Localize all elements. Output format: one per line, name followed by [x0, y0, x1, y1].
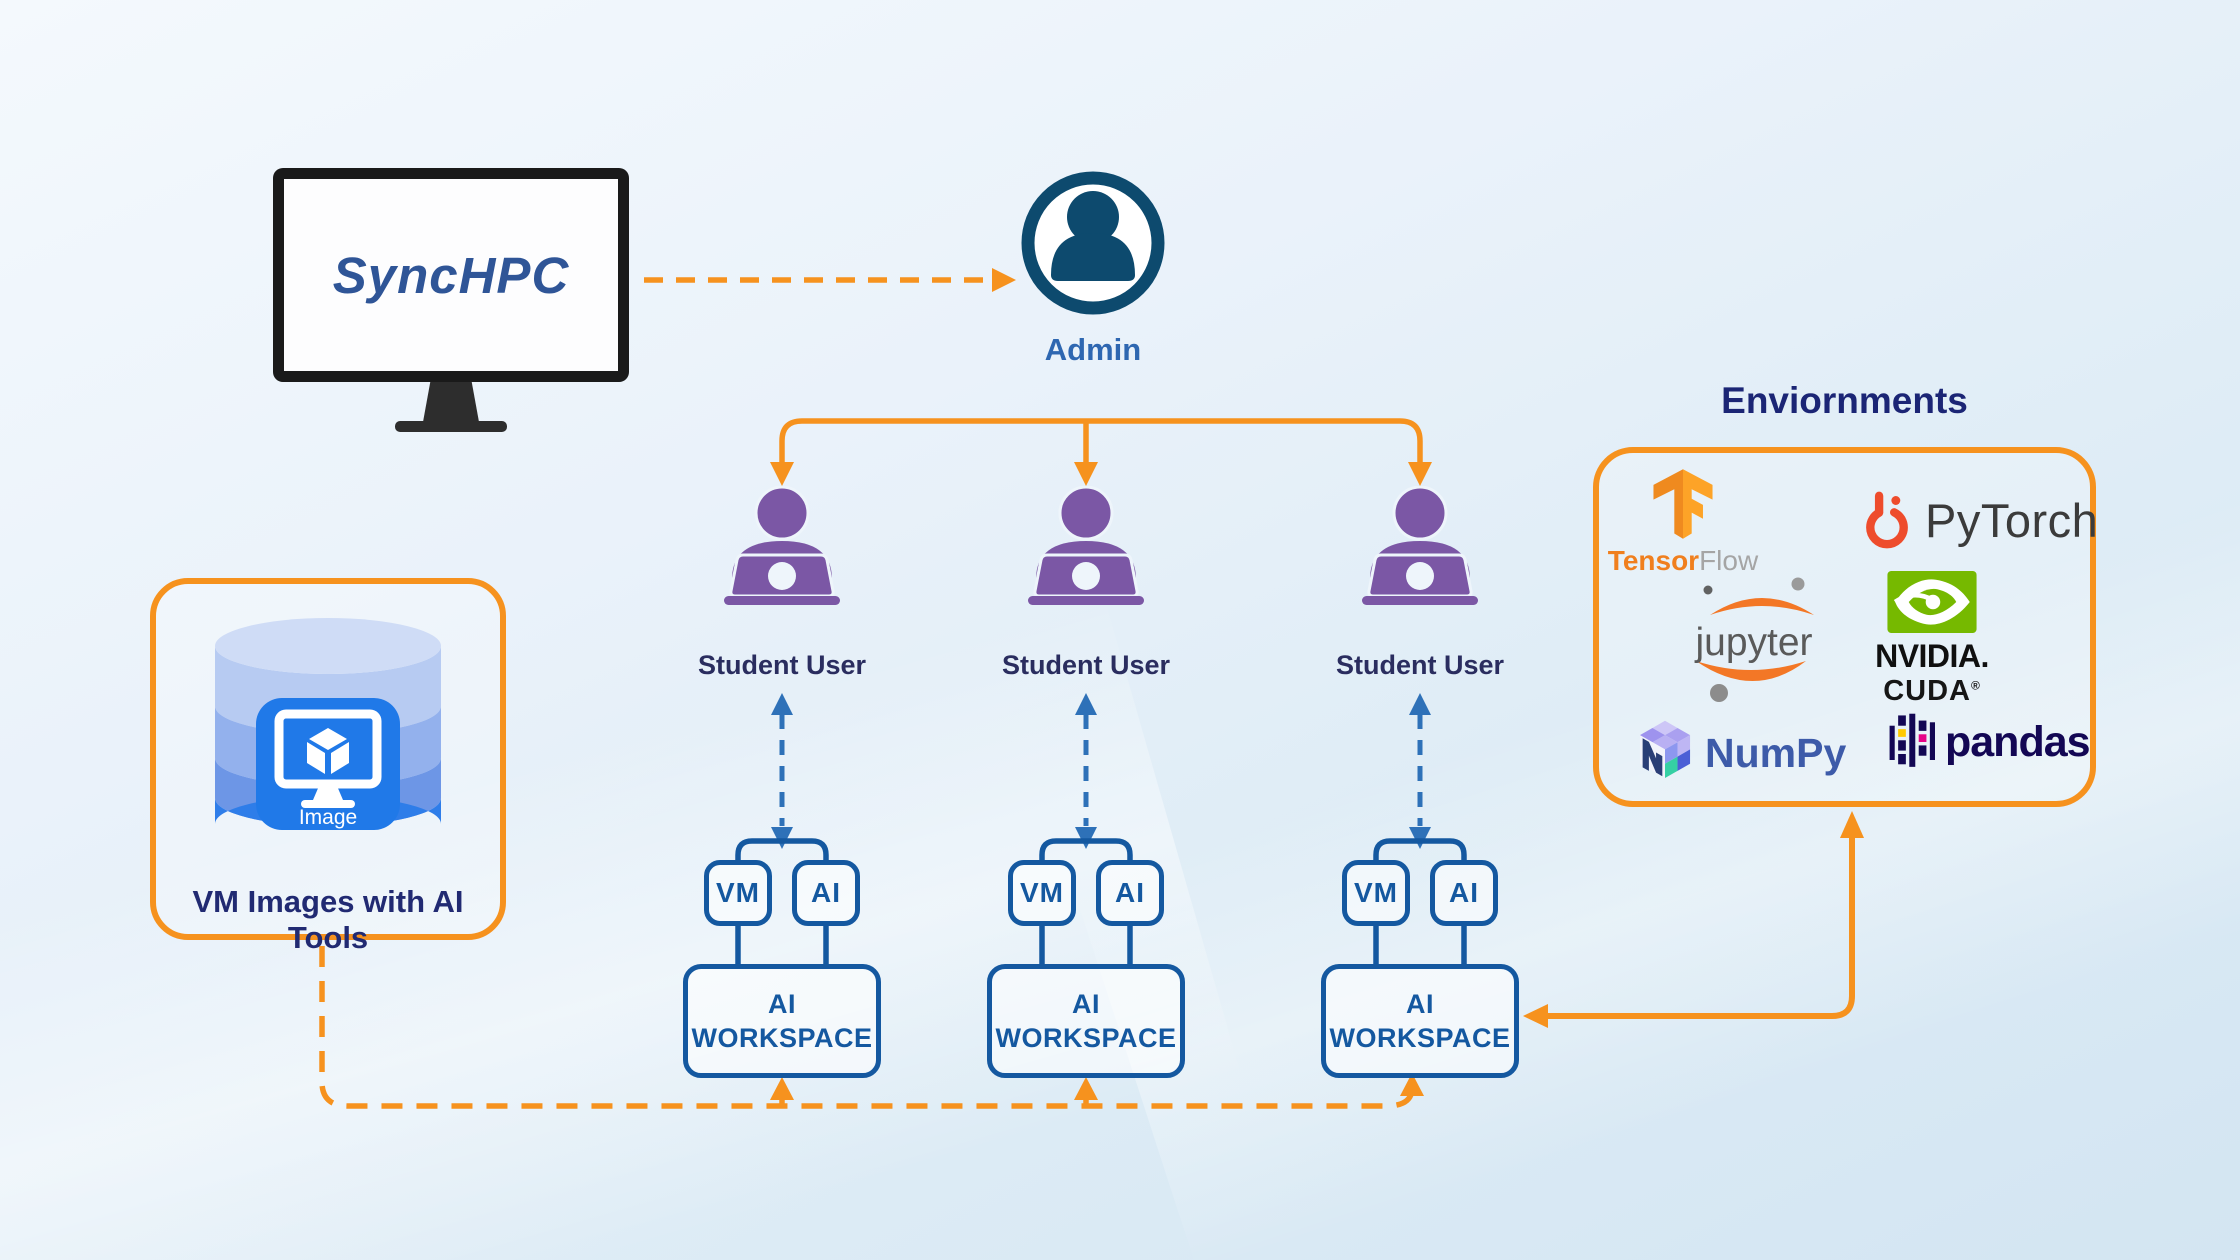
nvidia-logo: NVIDIA. CUDA® [1867, 571, 1997, 708]
ai-box: AI [792, 860, 860, 926]
workspace-line1: AI [768, 989, 796, 1019]
admin-to-students-connector [770, 418, 1432, 486]
workspace-line1: AI [1406, 989, 1434, 1019]
tensorflow-wordmark: TensorFlow [1607, 545, 1759, 576]
image-label: Image [299, 806, 357, 829]
image-monitor-icon: Image [256, 698, 400, 830]
vm-ai-brackets [735, 838, 1467, 860]
pytorch-wordmark: PyTorch [1925, 493, 2099, 547]
ai-workspace-box: AI WORKSPACE [683, 964, 881, 1078]
student-vm-dashed-arrows [779, 714, 1423, 826]
pandas-logo: pandas [1887, 709, 2091, 775]
ai-box: AI [1096, 860, 1164, 926]
student-vm-arrowheads [771, 693, 1431, 849]
synchpc-to-admin-arrow [644, 268, 1016, 292]
pytorch-icon [1866, 491, 1908, 549]
admin-user-icon [1021, 171, 1165, 315]
numpy-wordmark: NumPy [1705, 729, 1847, 776]
ai-workspace-box: AI WORKSPACE [1321, 964, 1519, 1078]
vmimages-to-workspaces-dashed [319, 946, 1424, 1109]
jupyter-wordmark: jupyter [1695, 621, 1813, 664]
monitor-stand [423, 382, 479, 422]
jupyter-logo: jupyter [1679, 577, 1829, 705]
student-laptop-icon [1028, 486, 1144, 605]
vm-box: VM [1342, 860, 1410, 926]
monitor-base [395, 421, 507, 432]
vm-box: VM [704, 860, 772, 926]
workspace-line1: AI [1072, 989, 1100, 1019]
vm-ai-to-workspace-lines [735, 926, 1467, 966]
vm-images-caption: VM Images with AI Tools [192, 884, 464, 955]
synchpc-monitor-icon: SyncHPC [273, 168, 629, 382]
nvidia-icon [1887, 571, 1977, 633]
student-laptop-icon [724, 486, 840, 605]
jupyter-icon [1696, 577, 1814, 702]
synchpc-brand: SyncHPC [332, 246, 570, 304]
student-user-label: Student User [1001, 650, 1171, 680]
numpy-icon [1639, 720, 1691, 779]
tensorflow-logo: TensorFlow [1608, 467, 1758, 577]
registered-mark: ® [1970, 678, 1981, 693]
workspace-line2: WORKSPACE [995, 1023, 1177, 1053]
tensorflow-icon [1653, 469, 1713, 539]
admin-label: Admin [1044, 332, 1142, 367]
ai-box: AI [1430, 860, 1498, 926]
ai-workspace-box: AI WORKSPACE [987, 964, 1185, 1078]
database-cylinder-icon: Image [215, 618, 441, 830]
pandas-icon [1889, 713, 1935, 767]
environments-box: TensorFlow PyTorch jupyter [1593, 447, 2098, 807]
workspace-line2: WORKSPACE [1329, 1023, 1511, 1053]
numpy-logo: NumPy [1631, 715, 1846, 791]
vm-box: VM [1008, 860, 1076, 926]
student-laptop-icon [1362, 486, 1478, 605]
student-user-label: Student User [1335, 650, 1505, 680]
environments-title: Enviornments [1721, 380, 1968, 421]
pandas-wordmark: pandas [1945, 717, 2091, 766]
environments-to-workspace-connector [1523, 811, 1864, 1028]
student-user-label: Student User [697, 650, 867, 680]
cuda-wordmark: CUDA® [1883, 675, 1981, 707]
nvidia-wordmark: NVIDIA. [1875, 638, 1989, 674]
workspace-line2: WORKSPACE [691, 1023, 873, 1053]
pytorch-logo: PyTorch [1861, 489, 2098, 551]
